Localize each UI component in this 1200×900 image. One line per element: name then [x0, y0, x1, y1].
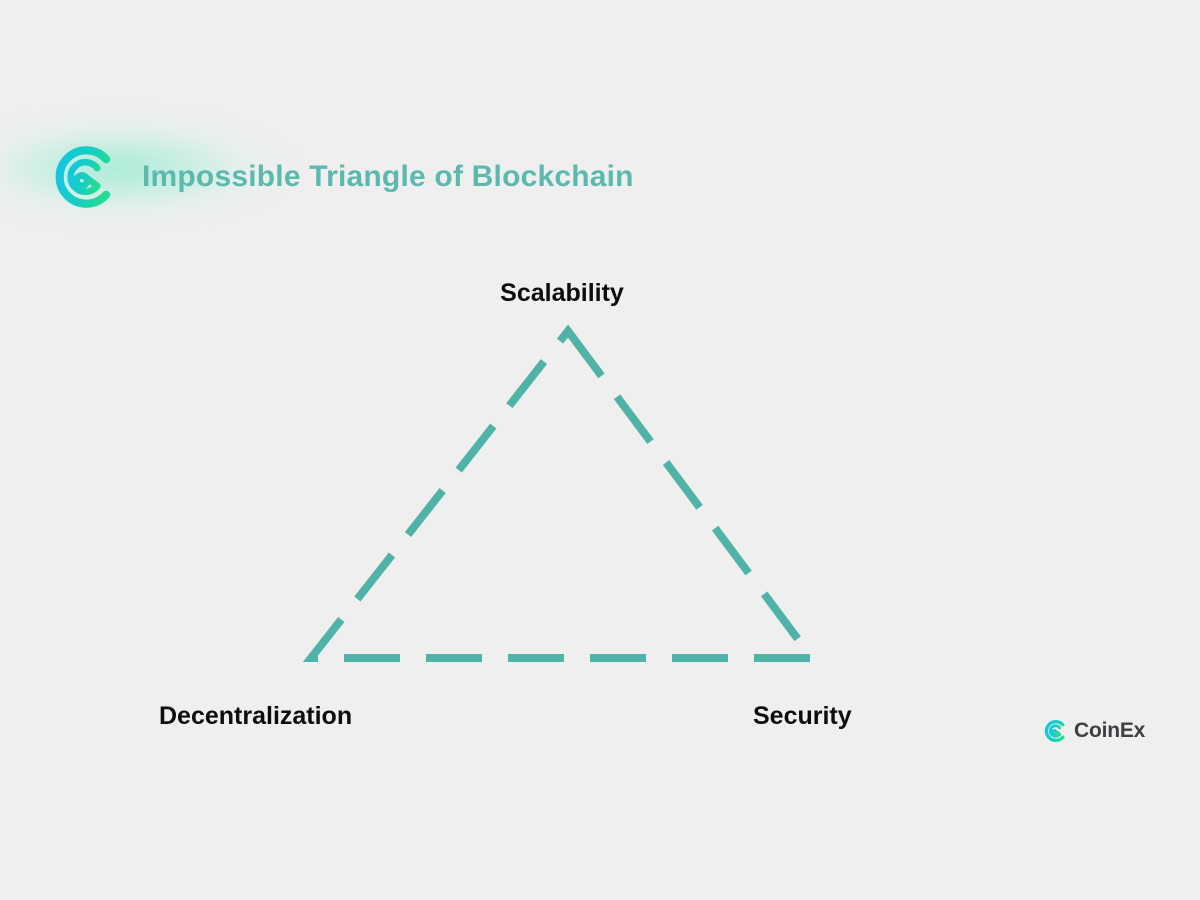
watermark: CoinEx	[1041, 714, 1145, 748]
triangle-label-security: Security	[753, 702, 852, 730]
page-title: Impossible Triangle of Blockchain	[142, 160, 634, 193]
coinex-logo-icon	[1041, 718, 1067, 744]
triangle-outline	[302, 324, 820, 662]
triangle-label-decentralization: Decentralization	[159, 702, 353, 730]
header: Impossible Triangle of Blockchain	[44, 136, 634, 218]
watermark-brand-name: CoinEx	[1074, 719, 1146, 742]
coinex-logo-icon	[44, 140, 118, 214]
triangle-label-scalability: Scalability	[500, 279, 624, 307]
